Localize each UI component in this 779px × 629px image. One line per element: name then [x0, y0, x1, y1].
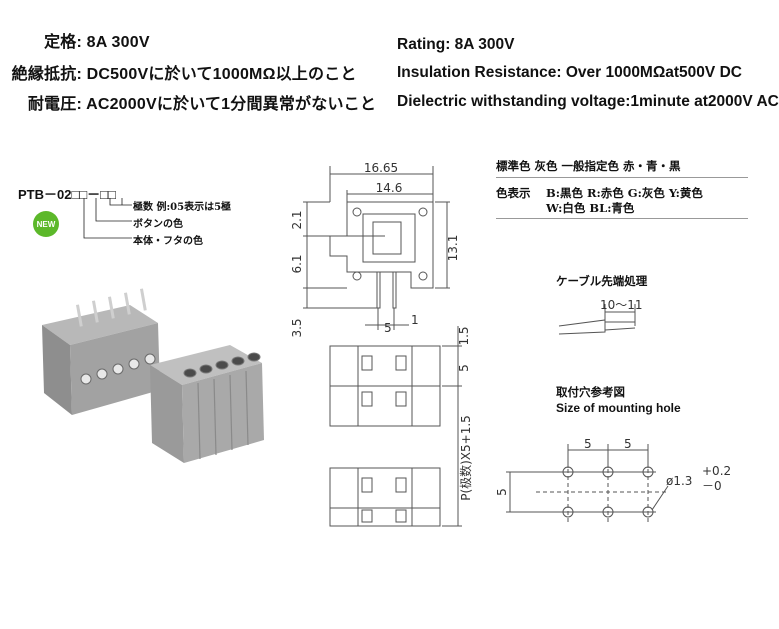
part-code: PTB－02□□－□□	[18, 187, 116, 202]
top-view-drawing: 1.5 5 P(极数)X5+1.5	[329, 326, 473, 527]
legend-button-color: ボタンの色	[133, 219, 183, 230]
spec-jp-dielectric-value: AC2000Vに於いて1分間異常がないこと	[86, 96, 377, 113]
product-photo	[42, 288, 264, 463]
dim-pitch: 5	[457, 364, 471, 372]
mount-tol-minus: －0	[702, 479, 722, 493]
dim-length-formula: P(极数)X5+1.5	[458, 415, 473, 501]
mount-pitch-x1: 5	[584, 437, 592, 451]
spec-jp-insulation: 絶縁抵抗: DC500Vに於いて1000MΩ以上のこと	[0, 60, 357, 84]
dim-pin-width: 1	[411, 313, 419, 327]
spec-en-dielectric: Dielectric withstanding voltage:1minute …	[397, 93, 779, 110]
color-divider-bottom	[496, 218, 748, 219]
spec-jp-dielectric-key: 耐電圧:	[27, 96, 82, 113]
cable-drawing: 10～11	[558, 298, 643, 335]
color-codes-line1: B:黒色 R:赤色 G:灰色 Y:黄色	[546, 186, 703, 200]
color-label: 色表示	[496, 186, 531, 200]
dim-16-65: 16.65	[364, 161, 398, 175]
spec-jp-dielectric: 耐電圧: AC2000Vに於いて1分間異常がないこと	[0, 90, 376, 114]
dim-1-5: 1.5	[457, 326, 471, 345]
dim-2-1: 2.1	[290, 210, 304, 229]
spec-en-rating: Rating: 8A 300V	[397, 36, 515, 53]
new-badge: NEW	[33, 211, 59, 237]
cable-dimension: 10～11	[600, 298, 643, 312]
side-view-drawing: 16.65 14.6 13.1 2.1 6.1 3.5 5 1	[290, 161, 460, 338]
spec-en-insulation: Insulation Resistance: Over 1000MΩat500V…	[397, 64, 742, 81]
dim-14-6: 14.6	[376, 181, 403, 195]
color-divider-top	[496, 177, 748, 178]
cable-title: ケーブル先端処理	[556, 274, 648, 288]
spec-jp-rating-value: 8A 300V	[86, 34, 150, 51]
dim-6-1: 6.1	[290, 254, 304, 273]
legend-poles: 極数 例:05表示は5極	[133, 202, 232, 213]
spec-jp-insulation-key: 絶縁抵抗:	[11, 66, 82, 83]
mount-pitch-y: 5	[495, 488, 509, 496]
mount-pitch-x2: 5	[624, 437, 632, 451]
color-standard-row: 標準色 灰色 一般指定色 赤・青・黒	[496, 159, 681, 173]
dim-3-5: 3.5	[290, 318, 304, 337]
mount-tol-plus: +0.2	[702, 464, 731, 478]
mount-hole-dia: ø1.3	[666, 474, 692, 488]
mounting-title-en: Size of mounting hole	[556, 401, 681, 415]
mounting-hole-drawing: 5 5 5 ø1.3 +0.2 －0	[495, 437, 731, 524]
connector-right	[150, 345, 264, 463]
mounting-title-jp: 取付穴参考図	[556, 385, 625, 399]
color-codes-line2: W:白色 BL:青色	[546, 201, 635, 215]
dim-pin-pitch: 5	[384, 321, 392, 335]
spec-jp-rating: 定格: 8A 300V	[0, 28, 150, 52]
connector-left	[42, 288, 160, 415]
spec-jp-rating-key: 定格:	[44, 34, 82, 51]
dim-13-1: 13.1	[446, 235, 460, 262]
legend-body-color: 本体・フタの色	[133, 236, 203, 247]
spec-jp-insulation-value: DC500Vに於いて1000MΩ以上のこと	[86, 66, 357, 83]
